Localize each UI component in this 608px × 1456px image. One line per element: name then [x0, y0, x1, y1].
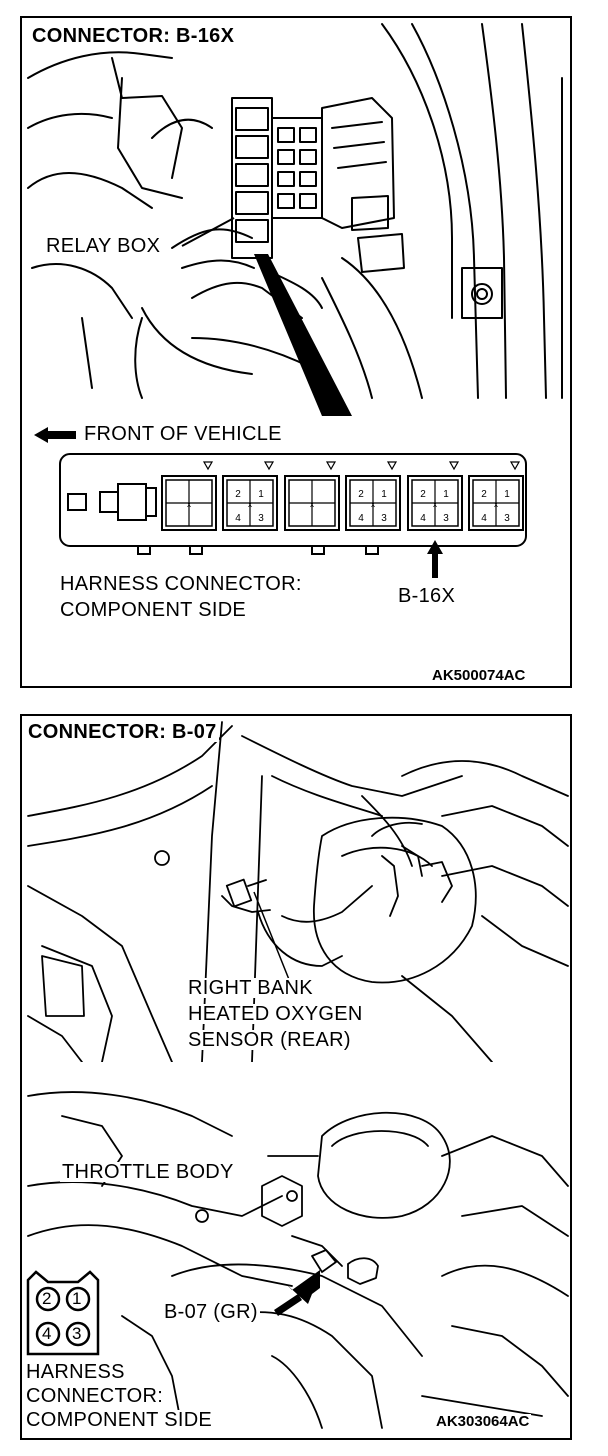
- harness-label-line1: HARNESS: [24, 1361, 127, 1383]
- relay-socket: x: [284, 461, 340, 531]
- socket-pin-number: 3: [504, 513, 510, 524]
- socket-pin-number: 2: [481, 489, 487, 500]
- socket-pin-number: 3: [258, 513, 264, 524]
- harness-label-line3: COMPONENT SIDE: [24, 1409, 215, 1431]
- throttle-body-label: THROTTLE BODY: [60, 1161, 236, 1183]
- b07-pin-4: 4: [42, 1324, 52, 1343]
- b07-pin-1: 1: [72, 1289, 82, 1308]
- figure-code: AK500074AC: [432, 667, 526, 684]
- socket-marker-icon: [202, 461, 214, 471]
- connector-title: CONNECTOR: B-16X: [30, 25, 237, 47]
- relay-box-label: RELAY BOX: [44, 235, 163, 257]
- harness-label-line2: CONNECTOR:: [24, 1385, 166, 1407]
- svg-text:x: x: [248, 500, 252, 509]
- socket-marker-icon: [325, 461, 337, 471]
- b07-harness-connector-icon: [26, 1270, 100, 1356]
- b07-pin-2: 2: [42, 1289, 52, 1308]
- figure-code: AK303064AC: [434, 1413, 532, 1430]
- b16x-pointer-arrow-icon: [427, 540, 443, 578]
- front-of-vehicle-label: FRONT OF VEHICLE: [84, 423, 282, 445]
- socket-pin-number: 1: [504, 489, 510, 500]
- b07-pin-3: 3: [72, 1324, 82, 1343]
- svg-text:x: x: [187, 500, 191, 509]
- component-side-label: COMPONENT SIDE: [60, 599, 247, 621]
- front-arrow-icon: [34, 427, 76, 443]
- sensor-label-line3: SENSOR (REAR): [186, 1029, 353, 1051]
- svg-text:x: x: [433, 500, 437, 509]
- socket-pin-number: 4: [235, 513, 241, 524]
- connector-b07-panel: CONNECTOR: B-07 RIGHT BANK HEATED OXYGEN…: [20, 714, 572, 1440]
- socket-pin-number: 1: [381, 489, 387, 500]
- socket-pin-number: 1: [443, 489, 449, 500]
- socket-pin-number: 3: [381, 513, 387, 524]
- svg-text:x: x: [371, 500, 375, 509]
- relay-socket: x2 1 4 3: [345, 461, 401, 531]
- socket-pin-number: 2: [358, 489, 364, 500]
- socket-marker-icon: [263, 461, 275, 471]
- harness-connector-label: HARNESS CONNECTOR:: [60, 573, 302, 595]
- socket-pin-number: 3: [443, 513, 449, 524]
- socket-marker-icon: [386, 461, 398, 471]
- socket-pin-number: 4: [420, 513, 426, 524]
- socket-pin-number: 2: [420, 489, 426, 500]
- socket-marker-icon: [448, 461, 460, 471]
- svg-text:x: x: [310, 500, 314, 509]
- sensor-label-line1: RIGHT BANK: [186, 977, 315, 999]
- socket-pin-number: 4: [358, 513, 364, 524]
- relay-box-connector-housing: [59, 453, 527, 547]
- socket-marker-icon: [509, 461, 521, 471]
- b07-connector-label: B-07 (GR): [162, 1301, 260, 1323]
- sensor-label-line2: HEATED OXYGEN: [186, 1003, 365, 1025]
- relay-box-pointer-wedge: [254, 254, 352, 416]
- socket-pin-number: 2: [235, 489, 241, 500]
- relay-socket: x2 1 4 3: [222, 461, 278, 531]
- socket-pin-number: 1: [258, 489, 264, 500]
- relay-socket: x: [161, 461, 217, 531]
- socket-pin-number: 4: [481, 513, 487, 524]
- relay-socket: x2 1 4 3: [468, 461, 524, 531]
- sensor-location-illustration: [22, 721, 570, 1429]
- connector-title: CONNECTOR: B-07: [26, 721, 219, 743]
- relay-socket: x2 1 4 3: [407, 461, 463, 531]
- svg-text:x: x: [494, 500, 498, 509]
- b16x-pointer-label: B-16X: [398, 585, 456, 607]
- b07-pointer-arrow-icon: [286, 1270, 320, 1304]
